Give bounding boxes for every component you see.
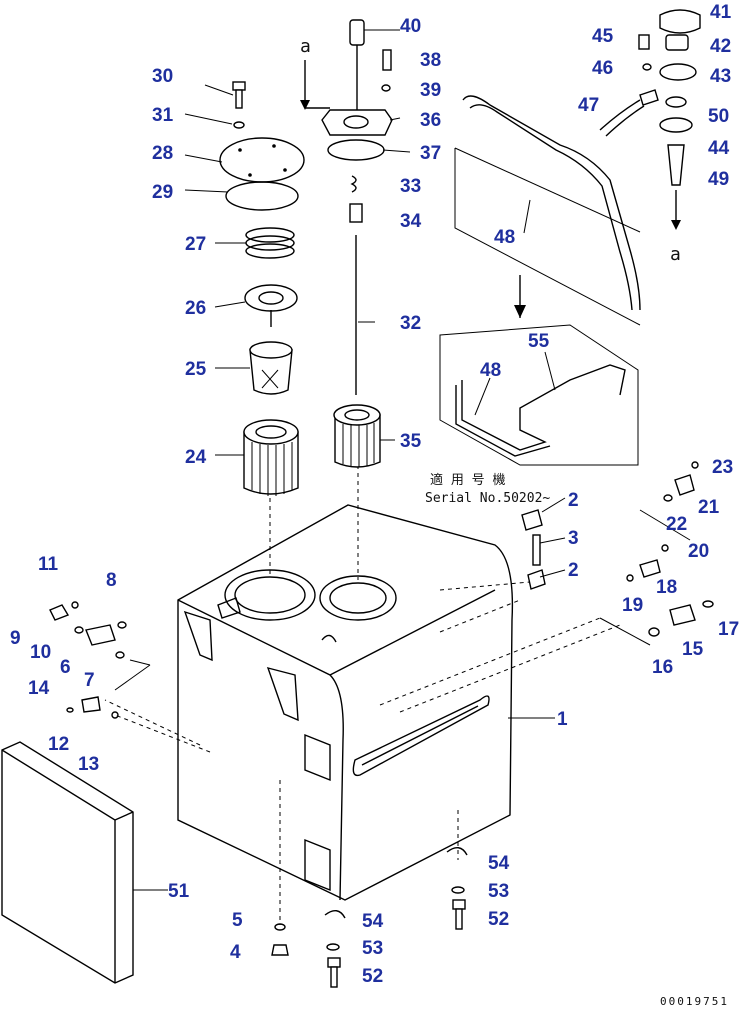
callout-2: 2 (568, 560, 579, 581)
callout-46: 46 (592, 58, 613, 79)
assembly-guide-lines (104, 465, 691, 925)
callout-3: 3 (568, 528, 579, 549)
callout-40: 40 (400, 16, 421, 37)
callout-15: 15 (682, 639, 704, 660)
callout-48: 48 (480, 360, 501, 381)
callout-22: 22 (666, 514, 687, 535)
callout-53: 53 (488, 881, 509, 902)
callout-7: 7 (84, 670, 95, 691)
callout-50: 50 (708, 106, 729, 127)
callout-19: 19 (622, 595, 643, 616)
breather-cover-assembly (321, 19, 393, 395)
callout-51: 51 (168, 881, 190, 902)
callout-2: 2 (568, 490, 579, 511)
serial-note-japanese: 適 用 号 機 (430, 472, 505, 488)
callout-39: 39 (420, 80, 441, 101)
callout-21: 21 (698, 497, 720, 518)
callout-38: 38 (420, 50, 441, 71)
callout-17: 17 (718, 619, 739, 640)
callout-18: 18 (656, 577, 677, 598)
callout-26: 26 (185, 298, 206, 319)
callout-24: 24 (185, 447, 207, 468)
callout-13: 13 (78, 754, 99, 775)
cover-and-gasket (219, 137, 305, 211)
callout-16: 16 (652, 657, 673, 678)
callout-54: 54 (488, 853, 510, 874)
callout-10: 10 (30, 642, 51, 663)
spring-coil (245, 227, 295, 259)
callout-41: 41 (710, 2, 732, 23)
arrow-a-top (300, 60, 330, 110)
callout-28: 28 (152, 143, 173, 164)
callout-6: 6 (60, 657, 71, 678)
callout-55: 55 (528, 331, 550, 352)
callout-14: 14 (28, 678, 50, 699)
strainer-filter-element (243, 419, 299, 496)
callout-29: 29 (152, 182, 173, 203)
valve-plate (244, 284, 298, 327)
callout-27: 27 (185, 234, 206, 255)
callout-32: 32 (400, 313, 421, 334)
reference-mark-a-right: a (670, 244, 681, 265)
return-filter-element (333, 404, 381, 468)
left-side-fittings (49, 601, 127, 719)
callout-49: 49 (708, 169, 729, 190)
callout-44: 44 (708, 138, 730, 159)
callout-34: 34 (400, 211, 422, 232)
callout-47: 47 (578, 95, 599, 116)
callout-33: 33 (400, 176, 421, 197)
breather-pipe-outline-upper (454, 95, 641, 326)
breather-pipe-outline-lower (439, 275, 639, 466)
callout-1: 1 (557, 709, 568, 730)
drain-plug-and-bolts (271, 847, 468, 988)
callout-37: 37 (420, 143, 441, 164)
callout-48: 48 (494, 227, 515, 248)
callout-52: 52 (488, 909, 509, 930)
side-cover-panel (1, 741, 134, 984)
callout-30: 30 (152, 66, 173, 87)
callout-45: 45 (592, 26, 614, 47)
callout-8: 8 (106, 570, 117, 591)
filler-cap-assembly (599, 9, 701, 230)
strainer-basket (249, 341, 293, 395)
right-side-fittings (521, 461, 714, 637)
drawing-id: 00019751 (660, 995, 729, 1008)
reference-mark-a-top: a (300, 36, 311, 57)
leader-lines (133, 29, 566, 891)
callout-36: 36 (420, 110, 441, 131)
hydraulic-tank-body (177, 504, 514, 901)
callout-31: 31 (152, 105, 174, 126)
callout-11: 11 (38, 554, 59, 575)
callout-35: 35 (400, 431, 422, 452)
callout-numbers: 1 2 2 3 4 5 6 7 8 9 10 11 12 13 14 15 16… (10, 2, 739, 987)
callout-43: 43 (710, 66, 731, 87)
callout-53: 53 (362, 938, 383, 959)
callout-12: 12 (48, 734, 69, 755)
callout-4: 4 (230, 942, 241, 963)
callout-5: 5 (232, 910, 243, 931)
callout-54: 54 (362, 911, 384, 932)
serial-note-number: Serial No.50202~ (425, 491, 550, 506)
callout-9: 9 (10, 628, 21, 649)
callout-52: 52 (362, 966, 383, 987)
callout-20: 20 (688, 541, 709, 562)
callout-25: 25 (185, 359, 207, 380)
bolt-30-and-washer (232, 81, 246, 129)
callout-23: 23 (712, 457, 733, 478)
callout-42: 42 (710, 36, 731, 57)
